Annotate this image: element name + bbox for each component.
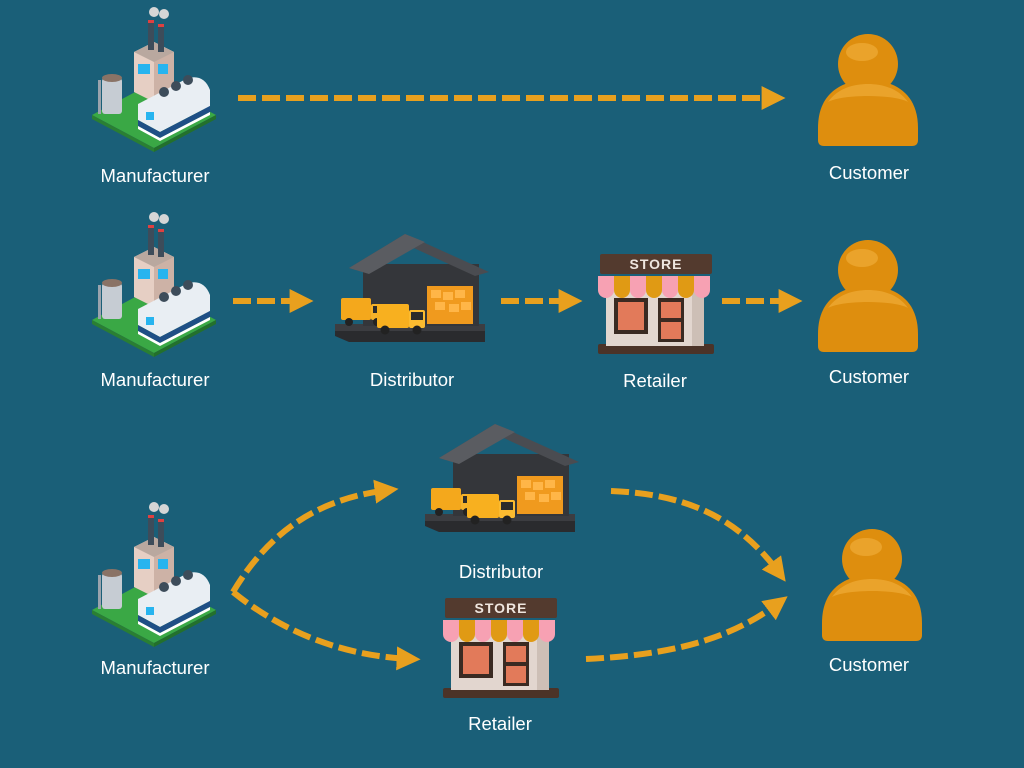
retailer-label: Retailer bbox=[468, 713, 532, 734]
manufacturer-icon bbox=[92, 212, 216, 357]
distributor-label: Distributor bbox=[458, 561, 544, 582]
customer-icon bbox=[818, 34, 918, 146]
retailer-label: Retailer bbox=[623, 370, 687, 391]
manufacturer-label: Manufacturer bbox=[100, 369, 210, 390]
customer-label: Customer bbox=[828, 366, 910, 387]
manufacturer-icon bbox=[92, 502, 216, 647]
distributor-label: Distributor bbox=[369, 369, 455, 390]
store-icon bbox=[443, 598, 559, 698]
arrow-manufacturer-to-distributor bbox=[230, 479, 399, 594]
manufacturer-label: Manufacturer bbox=[100, 165, 210, 186]
arrow-retailer-to-customer bbox=[585, 596, 788, 662]
customer-label: Customer bbox=[828, 654, 910, 675]
customer-label: Customer bbox=[828, 162, 910, 183]
arrow-distributor-to-customer bbox=[610, 488, 786, 582]
customer-icon bbox=[818, 240, 918, 352]
warehouse-trucks-icon bbox=[425, 424, 579, 532]
manufacturer-label: Manufacturer bbox=[100, 657, 210, 678]
customer-icon bbox=[822, 529, 922, 641]
warehouse-trucks-icon bbox=[335, 234, 489, 342]
store-icon bbox=[598, 254, 714, 354]
arrow-manufacturer-to-retailer bbox=[231, 589, 421, 671]
manufacturer-icon bbox=[92, 7, 216, 152]
